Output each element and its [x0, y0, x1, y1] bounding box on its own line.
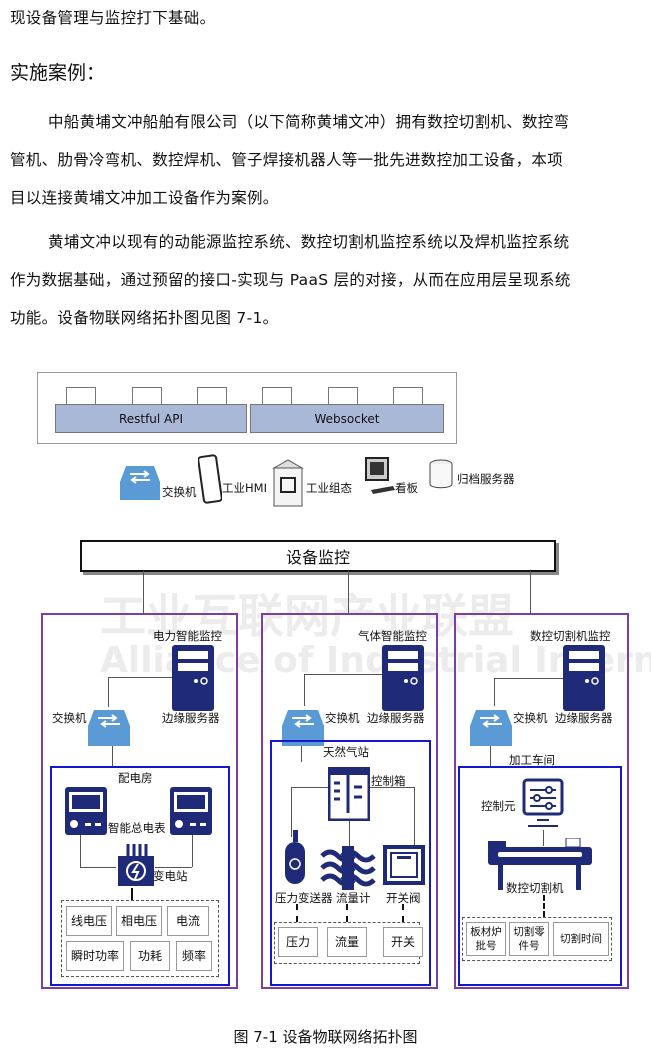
- archive-server-icon: [429, 459, 453, 489]
- panel-gas: [261, 613, 438, 989]
- power-meter-icon: [170, 787, 212, 835]
- scada-icon: [272, 459, 304, 507]
- device-label: 开关阀: [386, 891, 421, 905]
- panel-power: [41, 613, 238, 989]
- restful-api-block: Restful API: [55, 404, 247, 433]
- switch-valve-icon: [383, 845, 425, 885]
- area-label: 配电房: [118, 771, 153, 785]
- data-cell: 电流: [167, 906, 209, 936]
- substation-label: 变电站: [153, 869, 188, 883]
- power-meter-icon: [65, 787, 107, 835]
- control-unit-icon: [522, 778, 564, 827]
- cnc-cutting-machine-icon: [488, 838, 592, 890]
- board-label: 看板: [395, 481, 418, 495]
- application-frame: [37, 372, 457, 444]
- paragraph-line: 黄埔文冲以现有的动能源监控系统、数控切割机监控系统以及焊机监控系统: [48, 233, 570, 251]
- data-cell: 压力: [278, 927, 318, 957]
- websocket-block: Websocket: [250, 404, 444, 433]
- data-cell: 功耗: [130, 941, 170, 971]
- edge-server-label: 边缘服务器: [367, 711, 425, 725]
- area-distribution-room: [50, 766, 230, 986]
- data-cell: 相电压: [116, 906, 162, 936]
- section-heading: 实施案例：: [10, 62, 106, 84]
- area-label: 天然气站: [323, 745, 369, 759]
- device-label: 压力变送器: [275, 891, 333, 905]
- control-box-label: 控制箱: [371, 774, 406, 788]
- data-cell: 瞬时功率: [66, 941, 124, 971]
- control-unit-label: 控制元: [481, 799, 516, 813]
- power-data-group: [61, 900, 219, 977]
- data-cell: 频率: [176, 941, 212, 971]
- data-cell: 切割零 件号: [509, 922, 549, 956]
- switch-label: 交换机: [325, 711, 360, 725]
- cnc-data-group: [462, 917, 612, 961]
- switch-label: 交换机: [513, 711, 548, 725]
- meter-label: 智能总电表: [108, 821, 166, 835]
- area-gas-station: [270, 740, 431, 986]
- device-monitoring-bus: 设备监控: [80, 540, 556, 572]
- hmi-label: 工业HMI: [222, 481, 267, 495]
- paragraph-line: 作为数据基础，通过预留的接口-实现与 PaaS 层的对接，从而在应用层呈现系统: [10, 271, 571, 289]
- watermark-cn: 工业互联网产业联盟: [100, 589, 514, 643]
- panel-cnc: [454, 613, 629, 989]
- edge-server-label: 边缘服务器: [555, 711, 613, 725]
- panel-title: 电力智能监控: [153, 629, 222, 643]
- data-cell: 流量: [327, 927, 367, 957]
- monitor-icon: [365, 457, 395, 494]
- text-line: 现设备管理与监控打下基础。: [10, 9, 216, 27]
- edge-server-icon: [172, 645, 214, 711]
- paragraph-line: 功能。设备物联网络拓扑图见图 7-1。: [10, 309, 279, 327]
- tablet-hmi-icon: [198, 454, 222, 504]
- archive-server-label: 归档服务器: [457, 472, 515, 486]
- area-workshop: [458, 766, 622, 986]
- panel-title: 气体智能监控: [358, 629, 427, 643]
- switch-label: 交换机: [162, 485, 197, 499]
- data-cell: 线电压: [66, 906, 112, 936]
- control-box-icon: [328, 767, 370, 821]
- device-label: 流量计: [336, 891, 371, 905]
- paragraph-line: 目以连接黄埔文冲加工设备作为案例。: [10, 189, 279, 207]
- data-cell: 切割时间: [553, 922, 609, 956]
- paragraph-line: 管机、肋骨冷弯机、数控焊机、管子焊接机器人等一批先进数控加工设备，本项: [10, 151, 564, 169]
- paragraph-line: 中船黄埔文冲船舶有限公司（以下简称黄埔文冲）拥有数控切割机、数控弯: [48, 113, 570, 131]
- switch-icon: [120, 466, 160, 500]
- pressure-transmitter-icon: [285, 830, 305, 884]
- switch-icon: [88, 710, 130, 746]
- substation-icon: [118, 844, 154, 886]
- switch-label: 交换机: [52, 711, 87, 725]
- switch-icon: [470, 710, 512, 746]
- edge-server-label: 边缘服务器: [162, 711, 220, 725]
- data-cell: 板材炉 批号: [466, 922, 506, 956]
- area-label: 加工车间: [509, 753, 555, 767]
- panel-title: 数控切割机监控: [530, 629, 611, 643]
- figure-caption: 图 7-1 设备物联网络拓扑图: [233, 1028, 418, 1046]
- scada-label: 工业组态: [306, 481, 352, 495]
- switch-icon: [282, 710, 324, 746]
- flow-meter-icon: [320, 846, 376, 890]
- edge-server-icon: [563, 645, 605, 711]
- data-cell: 开关: [383, 927, 423, 957]
- machine-label: 数控切割机: [506, 881, 564, 895]
- edge-server-icon: [382, 645, 424, 711]
